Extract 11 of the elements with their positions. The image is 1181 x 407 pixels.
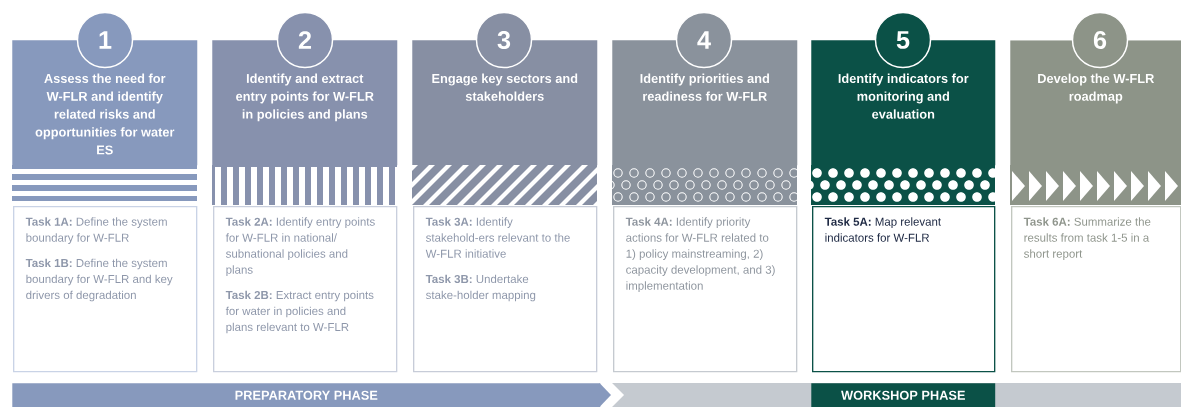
node-label: Develop the W-FLR roadmap (1038, 73, 1155, 104)
task-box: Task 4A: Identify priority actions for W-FLR related to 1) policy mainstreaming, 2) capacity development, and 3) implementation (613, 206, 798, 373)
task-box: Task 2A: Identify entry points for W-FLR in national/ subnational policies and plans Task 2B: Extract entry points for water in policies and plans relevant to W-FLR (213, 206, 398, 373)
node-label: Identify indicators for monitoring and evaluation (838, 73, 969, 119)
node-label: Engage key sectors and stakeholders (432, 73, 578, 101)
task-box: Task 3A: Identify stakehold-ers relevant to the W-FLR initiative Task 3B: Undertake stake-holder mapping (413, 206, 598, 373)
node-label: Assess the need for W-FLR and identify related risks and opportunities for water ES (35, 73, 175, 155)
task-box: Task 5A: Map relevant indicators for W-FLR (812, 206, 996, 373)
node-label: Identify priorities and readiness for W-FLR (640, 73, 769, 101)
task-box: Task 6A: Summarize the results from task 1-5 in a short report (1011, 206, 1181, 373)
phase-band: WORKSHOP PHASE (811, 383, 996, 407)
